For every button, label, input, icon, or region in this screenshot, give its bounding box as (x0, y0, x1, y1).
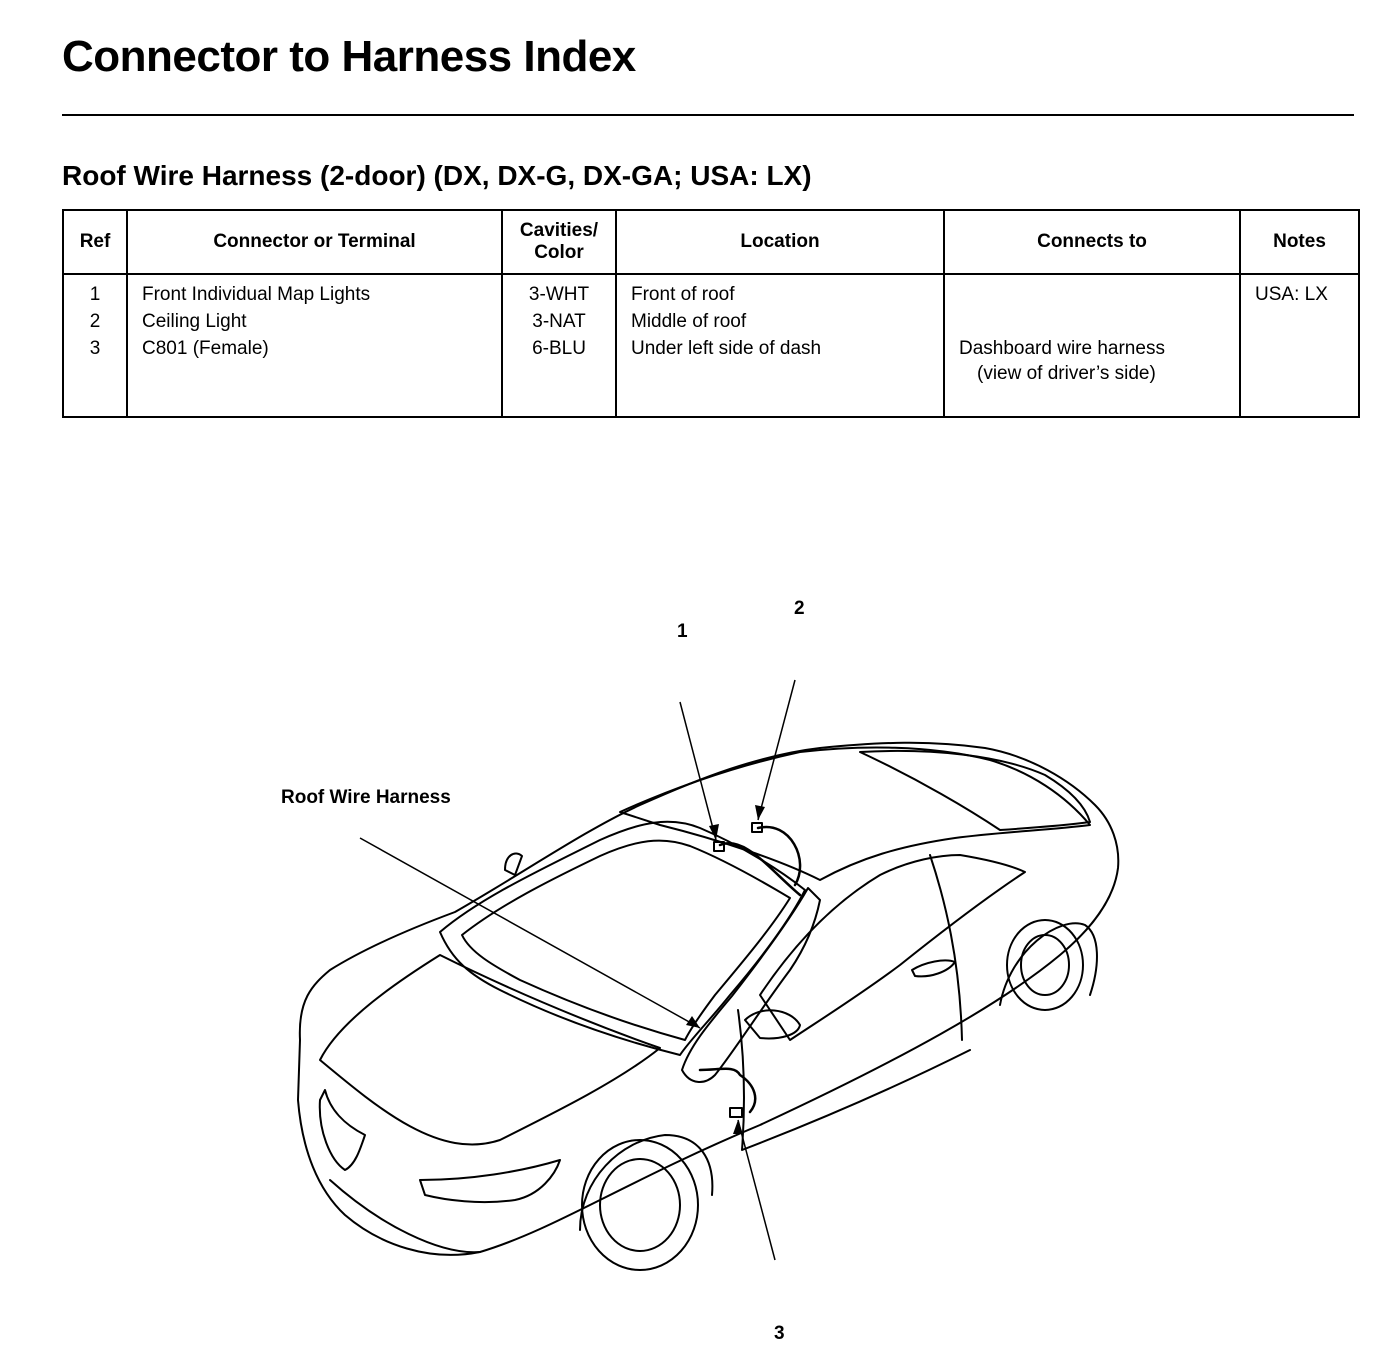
header-notes: Notes (1239, 209, 1360, 275)
connects-to-sub: (view of driver’s side) (977, 363, 1156, 384)
car-door (737, 854, 971, 1151)
cell-connects-to: Dashboard wire harness (view of driver’s… (943, 335, 1241, 418)
callout-2: 2 (794, 598, 805, 619)
header-location: Location (615, 209, 945, 275)
cell-location: Middle of roof (615, 308, 945, 335)
header-cavities-line1: Cavities/ (519, 220, 599, 241)
cell-ref: 1 (62, 274, 128, 308)
roof-wire-harness-label: Roof Wire Harness (281, 787, 451, 808)
car-a-pillar (681, 887, 821, 1083)
cell-location: Under left side of dash (615, 335, 945, 418)
cell-ref: 3 (62, 335, 128, 418)
car-grille (318, 1089, 366, 1171)
car-rear-wheel-arch (999, 922, 1098, 1006)
cell-notes: USA: LX (1239, 274, 1360, 308)
connector-1 (713, 841, 725, 852)
connector-3 (729, 1107, 743, 1118)
car-hood (319, 954, 661, 1146)
cell-connects-to (943, 274, 1241, 308)
car-rear-wheel-inner (1020, 934, 1070, 996)
callout-3-arrowhead (733, 1120, 743, 1134)
car-roof (619, 746, 1091, 881)
table-row: 1 Front Individual Map Lights 3-WHT Fron… (62, 274, 1360, 308)
header-connector: Connector or Terminal (126, 209, 503, 275)
callout-3-leader (737, 1119, 776, 1261)
car-rear-window (859, 749, 1091, 831)
cell-connector: C801 (Female) (126, 335, 503, 418)
callout-3: 3 (774, 1323, 785, 1344)
cell-location: Front of roof (615, 274, 945, 308)
connector-2 (751, 822, 763, 833)
harness-leader (359, 837, 701, 1029)
cell-cavities: 3-NAT (501, 308, 617, 335)
car-rear-wheel (1006, 919, 1084, 1011)
car-side-window (759, 854, 1026, 1041)
table-row: 2 Ceiling Light 3-NAT Middle of roof (62, 308, 1360, 335)
callout-1: 1 (677, 621, 688, 642)
connects-to-main: Dashboard wire harness (959, 338, 1165, 359)
cell-connector: Ceiling Light (126, 308, 503, 335)
table-header-row: Ref Connector or Terminal Cavities/ Colo… (62, 209, 1360, 275)
car-windshield-inner (461, 839, 791, 1041)
callout-2-leader (757, 679, 796, 821)
car-front-wheel-arch (579, 1134, 714, 1231)
cell-connects-to (943, 308, 1241, 335)
car-mirror (744, 1009, 801, 1040)
car-harness-diagram (297, 679, 1120, 1271)
table-row: 3 C801 (Female) 6-BLU Under left side of… (62, 335, 1360, 418)
car-front-bumper (329, 1179, 481, 1254)
page-title: Connector to Harness Index (62, 32, 636, 81)
car-body-outline (297, 741, 1120, 1256)
callout-2-arrowhead (755, 805, 765, 820)
section-title: Roof Wire Harness (2-door) (DX, DX-G, DX… (62, 160, 812, 191)
car-front-wheel (581, 1139, 699, 1271)
roof-wire-harness-line (698, 825, 802, 1114)
callout-1-arrowhead (709, 824, 719, 840)
header-cavities: Cavities/ Color (501, 209, 617, 275)
callout-1-leader (679, 701, 717, 841)
cell-ref: 2 (62, 308, 128, 335)
cell-notes (1239, 335, 1360, 418)
car-wiper (504, 852, 523, 876)
car-headlight (419, 1159, 561, 1204)
car-door-handle (911, 959, 956, 978)
header-ref: Ref (62, 209, 128, 275)
cell-cavities: 3-WHT (501, 274, 617, 308)
car-front-wheel-inner (599, 1158, 681, 1252)
cell-notes (1239, 308, 1360, 335)
title-divider (62, 114, 1354, 116)
harness-arrowhead (686, 1016, 700, 1028)
cell-cavities: 6-BLU (501, 335, 617, 418)
header-connects-to: Connects to (943, 209, 1241, 275)
cell-connector: Front Individual Map Lights (126, 274, 503, 308)
connector-index-table: Ref Connector or Terminal Cavities/ Colo… (62, 209, 1360, 418)
header-cavities-line2: Color (534, 242, 584, 263)
